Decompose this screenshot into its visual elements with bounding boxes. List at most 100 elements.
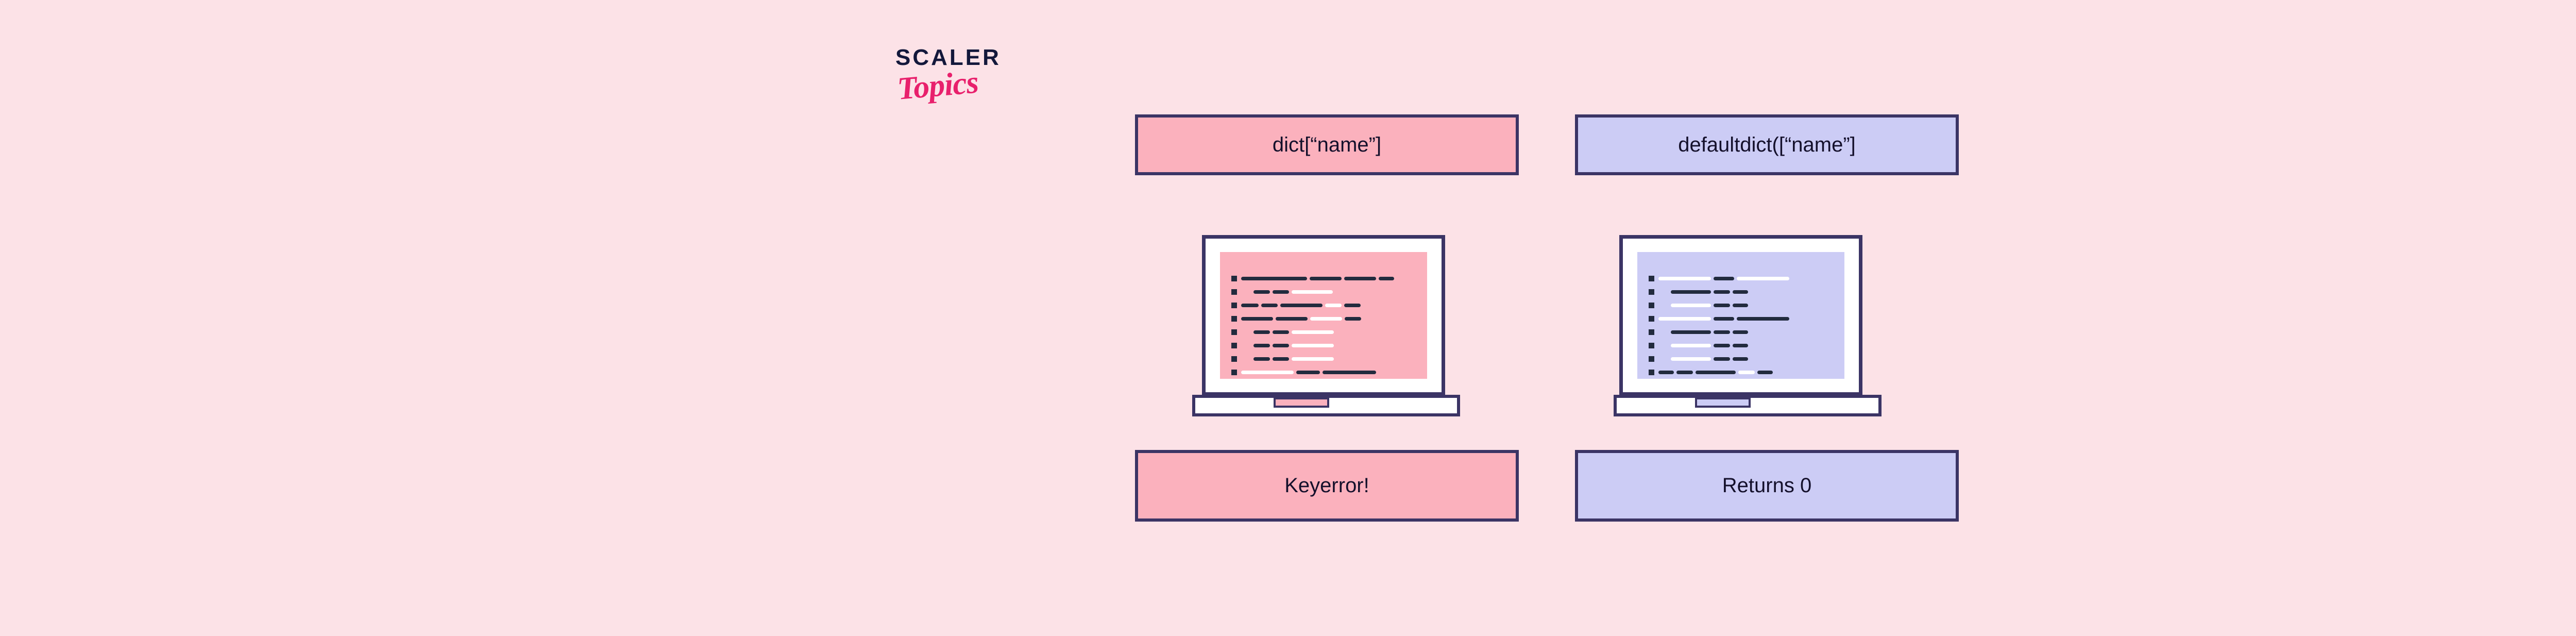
- laptop-screen: [1220, 252, 1427, 379]
- code-segment: [1714, 316, 1734, 321]
- laptop-lid: [1619, 235, 1862, 396]
- code-segment: [1325, 303, 1342, 307]
- code-segment: [1658, 276, 1711, 280]
- code-line: [1231, 312, 1424, 325]
- code-segment: [1310, 276, 1342, 280]
- code-segment: [1658, 370, 1674, 374]
- laptop-trackpad: [1695, 397, 1751, 408]
- code-segment: [1261, 303, 1278, 307]
- code-line: [1231, 285, 1424, 298]
- code-bullet-icon: [1231, 302, 1237, 308]
- code-segment: [1280, 303, 1323, 307]
- code-segment: [1671, 303, 1711, 307]
- code-segment: [1241, 303, 1259, 307]
- code-segment: [1714, 357, 1730, 361]
- code-segment: [1676, 370, 1693, 374]
- code-segment: [1714, 290, 1730, 294]
- code-segment: [1671, 343, 1711, 347]
- laptop-base: [1192, 395, 1460, 416]
- code-segment: [1344, 303, 1361, 307]
- code-segment: [1733, 290, 1748, 294]
- code-bullet-icon: [1649, 356, 1654, 362]
- code-segment: [1273, 330, 1289, 334]
- code-bullet-icon: [1231, 315, 1237, 322]
- code-bullet-icon: [1231, 329, 1237, 335]
- code-segment: [1276, 316, 1308, 321]
- code-segment: [1273, 357, 1289, 361]
- brand-wordmark: SCALER: [895, 45, 1001, 70]
- laptop-base: [1614, 395, 1882, 416]
- code-bullet-icon: [1231, 275, 1237, 281]
- brand-script-topics: Topics: [896, 64, 980, 107]
- result-box-returns-zero: Returns 0: [1575, 450, 1959, 522]
- code-lines: [1649, 272, 1841, 379]
- code-segment: [1253, 330, 1270, 334]
- code-line: [1231, 325, 1424, 339]
- code-line: [1649, 298, 1841, 312]
- code-bullet-icon: [1231, 342, 1237, 348]
- code-line: [1231, 339, 1424, 352]
- code-segment: [1253, 357, 1270, 361]
- code-segment: [1323, 370, 1376, 374]
- code-bullet-icon: [1649, 342, 1654, 348]
- code-line: [1649, 312, 1841, 325]
- code-segment: [1714, 330, 1730, 334]
- code-segment: [1345, 316, 1361, 321]
- code-bullet-icon: [1231, 369, 1237, 375]
- label-box-dict-access: dict[“name”]: [1135, 114, 1519, 175]
- code-segment: [1733, 343, 1748, 347]
- code-segment: [1253, 343, 1270, 347]
- code-segment: [1733, 357, 1748, 361]
- code-segment: [1757, 370, 1773, 374]
- code-segment: [1733, 330, 1748, 334]
- code-segment: [1273, 343, 1289, 347]
- code-segment: [1671, 290, 1711, 294]
- code-bullet-icon: [1649, 369, 1654, 375]
- result-box-keyerror: Keyerror!: [1135, 450, 1519, 522]
- brand-logo: SCALER Topics: [895, 46, 1050, 134]
- code-bullet-icon: [1231, 289, 1237, 295]
- code-segment: [1273, 290, 1289, 294]
- code-segment: [1696, 370, 1736, 374]
- code-bullet-icon: [1649, 275, 1654, 281]
- label-box-defaultdict-access: defaultdict([“name”]: [1575, 114, 1959, 175]
- code-line: [1649, 352, 1841, 365]
- code-line: [1231, 298, 1424, 312]
- code-bullet-icon: [1649, 329, 1654, 335]
- code-segment: [1671, 357, 1711, 361]
- code-segment: [1714, 276, 1734, 280]
- laptop-illustration-defaultdict: [1614, 235, 1882, 416]
- code-segment: [1658, 316, 1711, 321]
- code-line: [1231, 365, 1424, 379]
- code-segment: [1737, 316, 1789, 321]
- code-bullet-icon: [1649, 289, 1654, 295]
- laptop-screen: [1637, 252, 1844, 379]
- code-segment: [1296, 370, 1320, 374]
- code-segment: [1344, 276, 1376, 280]
- code-line: [1231, 352, 1424, 365]
- code-segment: [1241, 370, 1294, 374]
- laptop-illustration-dict: [1192, 235, 1460, 416]
- laptop-trackpad: [1274, 397, 1329, 408]
- code-segment: [1733, 303, 1748, 307]
- code-segment: [1253, 290, 1270, 294]
- code-line: [1649, 365, 1841, 379]
- code-lines: [1231, 272, 1424, 379]
- code-segment: [1241, 316, 1273, 321]
- code-segment: [1379, 276, 1394, 280]
- laptop-lid: [1202, 235, 1445, 396]
- code-segment: [1292, 357, 1334, 361]
- code-bullet-icon: [1231, 356, 1237, 362]
- code-bullet-icon: [1649, 315, 1654, 322]
- code-segment: [1241, 276, 1307, 280]
- code-segment: [1292, 343, 1334, 347]
- code-segment: [1714, 343, 1730, 347]
- code-segment: [1292, 330, 1334, 334]
- code-line: [1649, 272, 1841, 285]
- code-segment: [1310, 316, 1342, 321]
- code-line: [1649, 339, 1841, 352]
- code-line: [1231, 272, 1424, 285]
- code-line: [1649, 325, 1841, 339]
- code-segment: [1292, 290, 1333, 294]
- code-bullet-icon: [1649, 302, 1654, 308]
